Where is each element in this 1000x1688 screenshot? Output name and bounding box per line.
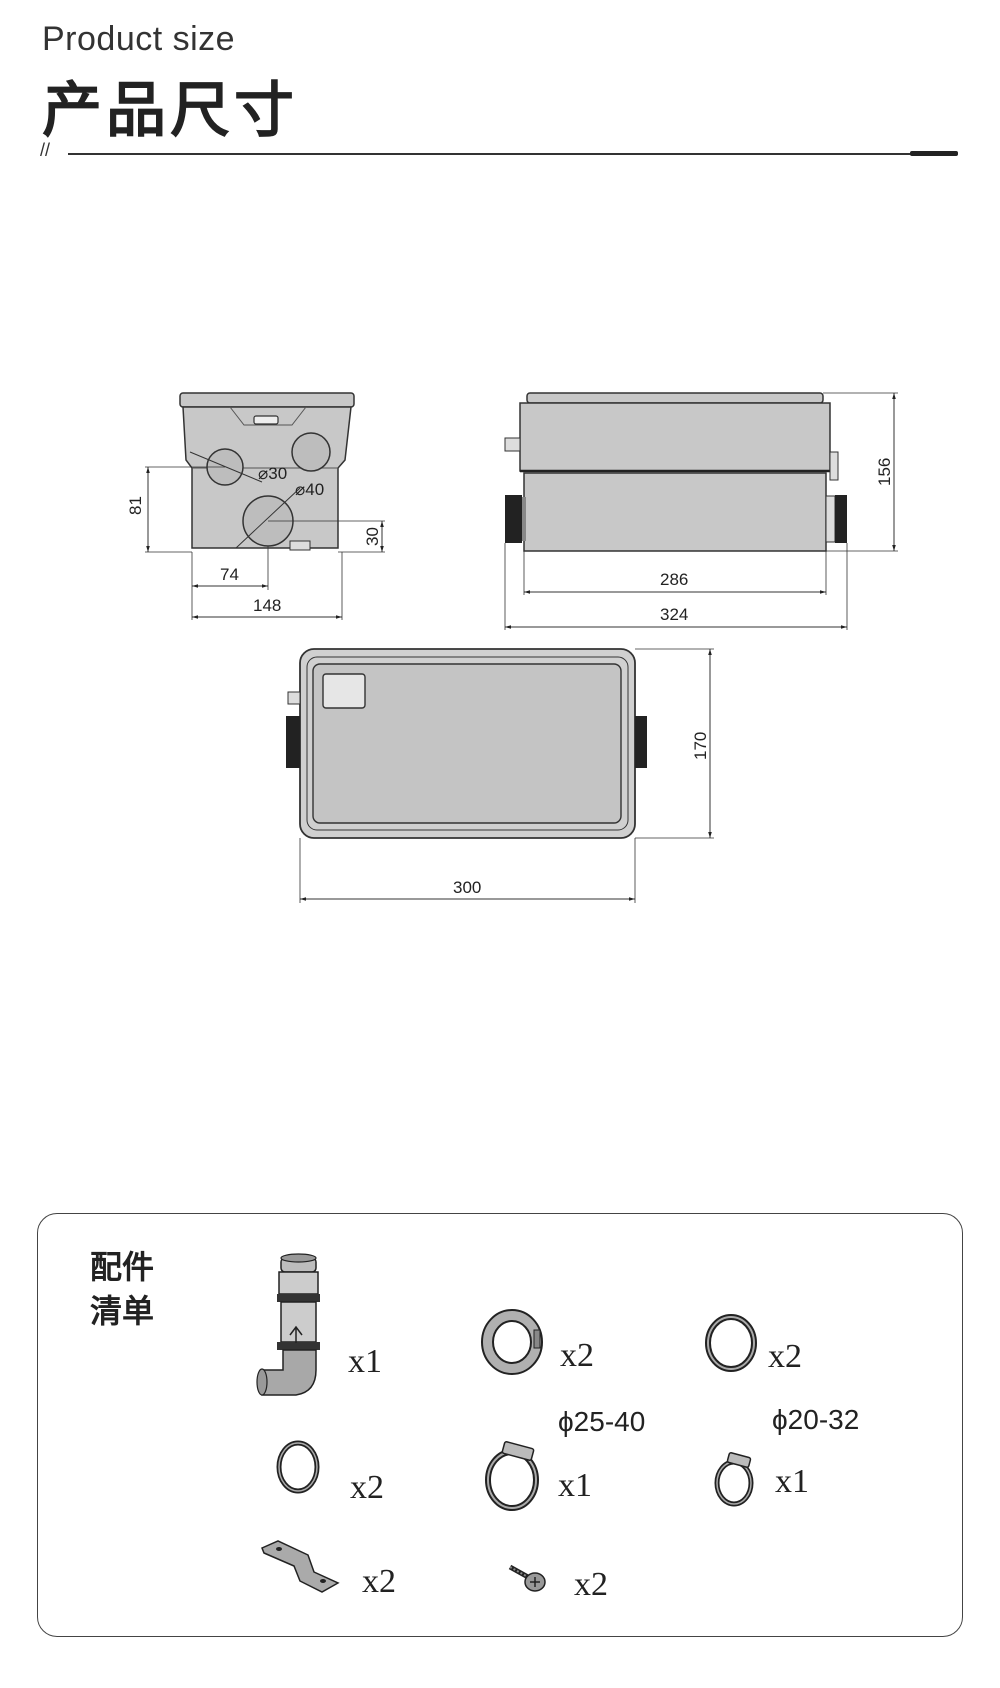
qty-elbow-pipe: x1 [348,1343,382,1380]
qty-hose-clamp-small: x1 [775,1463,809,1500]
qty-hose-clamp-large: x1 [558,1467,592,1504]
spec-hose-clamp-large: ϕ25-40 [558,1406,646,1437]
side-view: ⌀30 ⌀40 81 30 74 148 [126,392,385,620]
front-view: 156 286 324 [504,392,898,630]
dimension-drawings: ⌀30 ⌀40 81 30 74 148 [126,392,898,903]
top-view: 170 300 [286,648,714,903]
qty-o-ring: x2 [350,1469,384,1506]
dim-height-81: 81 [126,496,145,515]
qty-union-nut: x2 [560,1337,594,1374]
divider-mark: // [40,140,51,160]
dim-inlet-large: ⌀40 [295,480,324,499]
title-english: Product size [42,20,236,58]
header-divider [68,153,956,155]
qty-mounting-bracket: x2 [362,1563,396,1600]
spec-hose-clamp-small: ϕ20-32 [772,1404,860,1435]
header-divider-accent [910,151,958,156]
title-chinese: 产品尺寸 [42,76,298,146]
dim-height-156: 156 [875,458,894,486]
dim-width-148: 148 [253,596,281,615]
dim-width-324: 324 [660,605,688,624]
qty-screw: x2 [574,1566,608,1603]
dim-height-30: 30 [363,527,382,546]
dim-width-286: 286 [660,570,688,589]
dim-depth-170: 170 [691,732,710,760]
accessories-panel [37,1213,963,1637]
qty-rubber-ring: x2 [768,1338,802,1375]
dim-width-74: 74 [220,565,239,584]
dim-width-300: 300 [453,878,481,897]
dim-inlet-small: ⌀30 [258,464,287,483]
accessories-title: 配件清单 [90,1248,155,1330]
